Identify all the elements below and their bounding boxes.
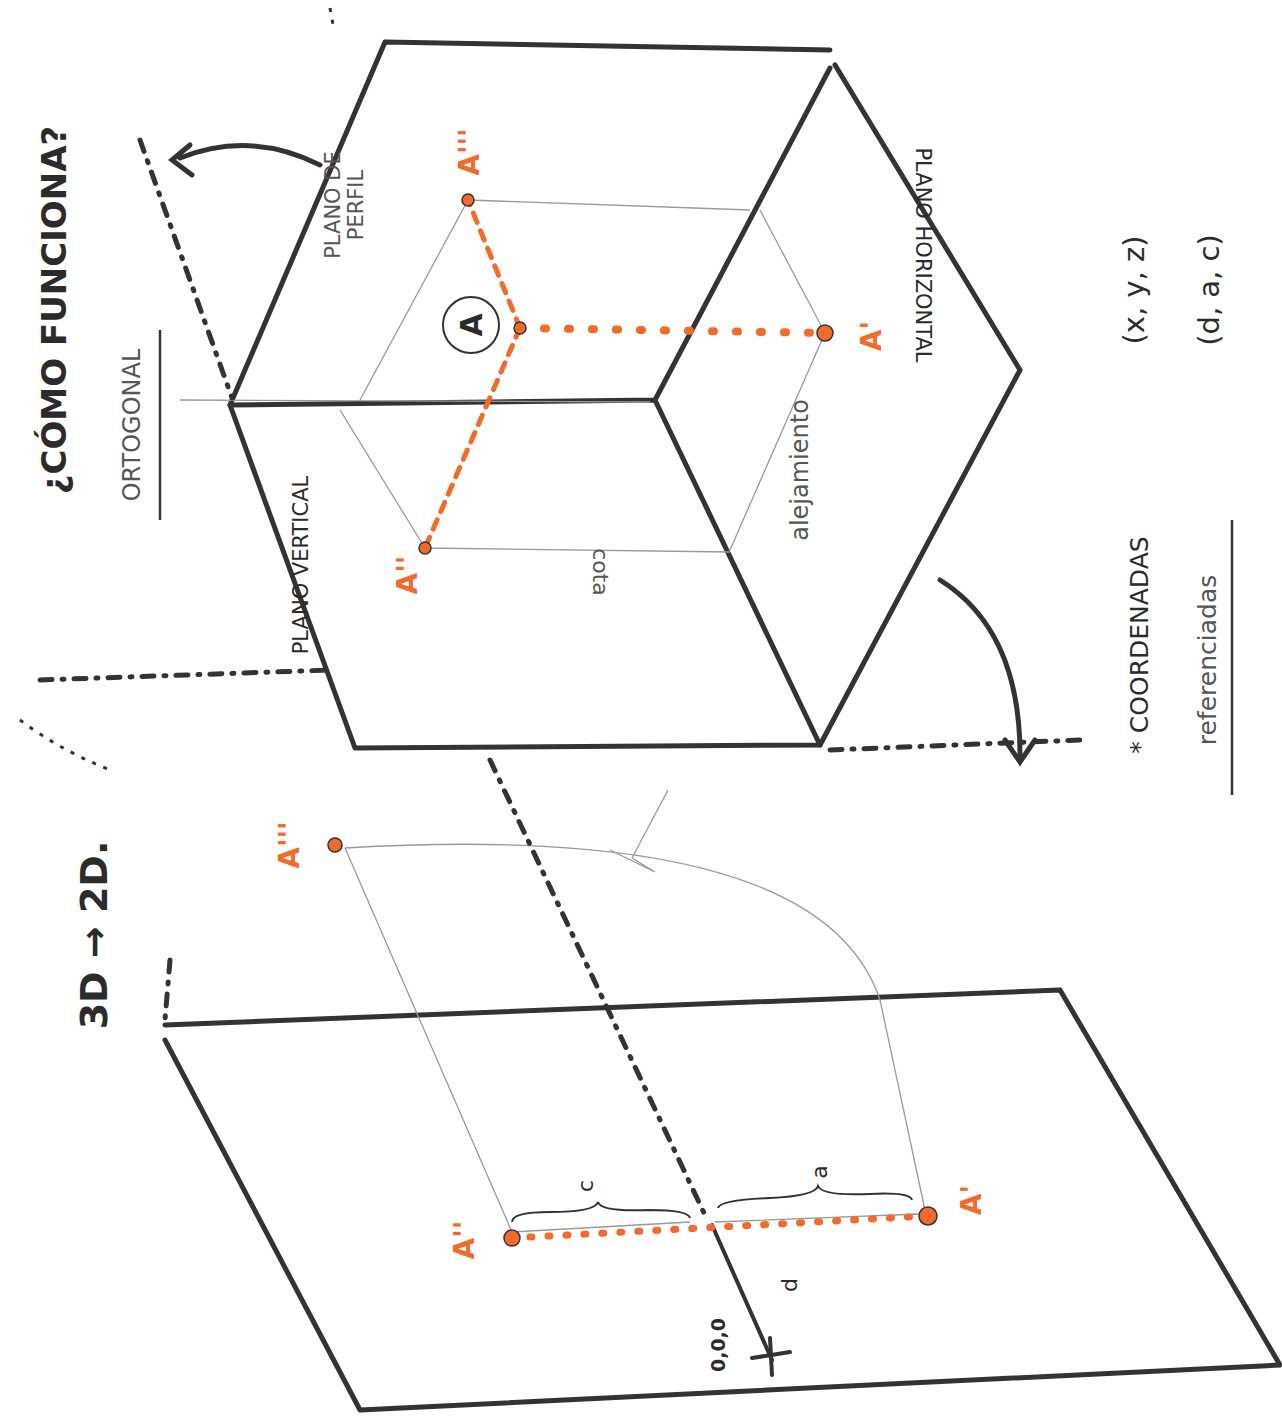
dimension-label: c — [574, 1180, 598, 1192]
point-label: A' — [857, 321, 888, 351]
origin-label: 0,0,0 — [708, 1318, 729, 1372]
note: referenciadas — [1194, 575, 1222, 745]
coordinates: (d, a, c) — [1194, 234, 1226, 346]
dimension-label: d — [778, 1278, 802, 1292]
plane-label: PLANO DE PERFIL — [322, 140, 368, 270]
point-circle: A — [442, 296, 500, 354]
plane-label: PLANO HORIZONTAL — [910, 147, 933, 362]
heading: 3D → 2D. — [74, 841, 116, 1030]
point-label: A''' — [275, 821, 306, 868]
title: ¿CÓMO FUNCIONA? — [36, 126, 73, 494]
point-label: A''' — [455, 128, 486, 175]
coordinates: (x, y, z) — [1119, 235, 1151, 344]
dimension-label: alejamiento — [787, 399, 813, 541]
note: * COORDENADAS — [1126, 536, 1154, 753]
point-label: A' — [957, 1185, 988, 1215]
dimension-label: a — [808, 1165, 832, 1178]
point-label: A'' — [450, 1221, 481, 1260]
point-name: A — [455, 313, 488, 336]
plane-label: PLANO VERTICAL — [290, 476, 313, 655]
dimension-label: cota — [588, 548, 612, 596]
point-label: A'' — [393, 556, 424, 595]
section-label: ORTOGONAL — [119, 349, 145, 502]
